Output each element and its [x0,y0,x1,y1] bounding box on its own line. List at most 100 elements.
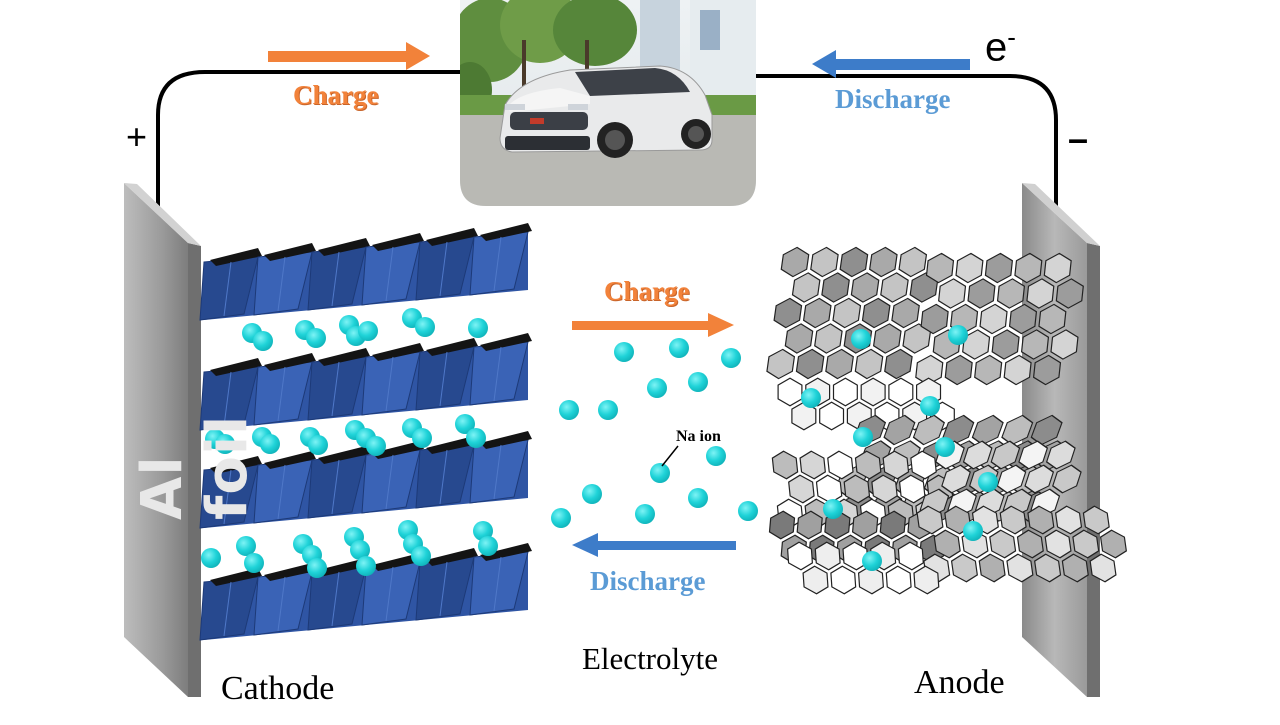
graphene-hexagon [879,510,907,540]
na-ion [851,329,871,349]
electrolyte-na-ions [551,338,758,528]
graphene-hexagon [1038,303,1067,335]
graphene-hexagon [1008,303,1038,335]
cathode-layer [199,543,532,641]
cathode-octahedron-line [439,351,448,407]
graphene-hexagon [1014,252,1043,284]
graphene-hexagon [830,565,857,595]
na-ion [455,414,475,434]
anode-na-ions [801,325,998,571]
cathode-octahedron-edge [210,568,262,586]
graphene-hexagon [1045,440,1076,470]
graphene-hexagon [773,297,803,329]
graphene-hexagon [880,272,909,303]
cathode-octahedron-edge [372,553,424,571]
na-ion [688,372,708,392]
na-ion [862,551,882,571]
graphene-hexagon [777,377,803,407]
electron-label: e- [985,22,1016,70]
na-ion [366,436,386,456]
graphene-hexagon [1026,278,1055,309]
graphene-sheet [766,246,939,380]
graphene-hexagon [984,252,1014,284]
graphene-hexagon [883,414,916,446]
cathode-octahedron-line [439,561,448,617]
graphene-hexagon [810,246,839,278]
na-ion [738,501,758,521]
cathode-octahedron-edge [426,436,478,454]
graphene-hexagon [897,541,924,571]
cathode-octahedron-line [223,469,232,525]
cathode-octahedron-edge [210,358,262,376]
graphene-hexagon [898,246,928,278]
negative-terminal-label: – [1068,118,1089,159]
cathode-octahedron-line [385,566,394,622]
graphene-hexagon [941,464,971,494]
cathode-layer [199,223,532,321]
graphene-hexagon [1072,529,1100,559]
graphene-hexagon [788,474,815,504]
anode-label: Anode [914,664,1005,701]
left-wire [156,70,462,212]
cathode-octahedron-edge [372,233,424,251]
graphene-hexagon [786,541,814,571]
graphene-hexagon [996,278,1026,309]
na-ion [688,488,708,508]
graphene-hexagon [850,272,880,303]
car-photo [460,0,756,206]
discharge-arrow-mid [572,533,736,557]
na-ion [350,540,370,560]
graphene-hexagon [825,348,854,380]
na-ion-label: Na ion [676,428,721,445]
cathode-octahedron-line [439,449,448,505]
graphene-hexagon [962,440,993,470]
cathode-octahedron-line [385,356,394,412]
cathode-octahedron-edge [372,441,424,459]
na-ion [236,536,256,556]
graphene-hexagon [950,553,978,583]
graphene-hexagon [821,272,850,303]
cathode-octahedron-edge [318,348,370,366]
na-ion-pointer [661,445,679,467]
na-ion [306,328,326,348]
graphene-hexagon [1003,354,1032,386]
na-ion [358,321,378,341]
graphene-hexagon [888,377,914,407]
graphene-hexagon [962,329,991,360]
graphene-hexagon [814,541,841,571]
na-ion [411,546,431,566]
graphene-hexagon [843,474,871,504]
charge-label-top: Charge [293,80,379,110]
graphene-hexagon [996,464,1027,494]
graphene-hexagon [910,450,937,480]
graphene-hexagon [1032,354,1062,386]
graphene-hexagon [916,505,944,535]
cathode-octahedron-line [331,361,340,417]
graphene-hexagon [944,354,973,386]
discharge-label-mid: Discharge [590,566,706,596]
cathode-na-ions [201,308,498,578]
graphene-hexagon [913,565,940,595]
cathode-label: Cathode [221,670,335,707]
graphene-hexagon [1024,464,1055,494]
na-ion [647,378,667,398]
positive-terminal-label: + [126,116,148,157]
graphene-hexagon [885,565,912,595]
cathode-octahedron-line [277,464,286,520]
na-ion [935,437,955,457]
cathode-octahedron-edge [210,248,262,266]
graphene-hexagon [1054,505,1083,535]
graphene-hexagon [1034,553,1062,583]
graphene-hexagon [1099,529,1127,559]
graphene-hexagon [902,323,932,354]
graphene-hexagon [796,510,823,540]
graphene-hexagon [933,529,961,559]
cathode-octahedron-edge [480,333,532,351]
graphene-hexagon [989,529,1017,559]
cathode-octahedron-edge [426,228,478,246]
graphene-hexagon [819,401,845,431]
graphene-sheet [915,252,1084,386]
graphene-hexagon [915,354,944,386]
graphene-hexagon [1027,505,1055,535]
